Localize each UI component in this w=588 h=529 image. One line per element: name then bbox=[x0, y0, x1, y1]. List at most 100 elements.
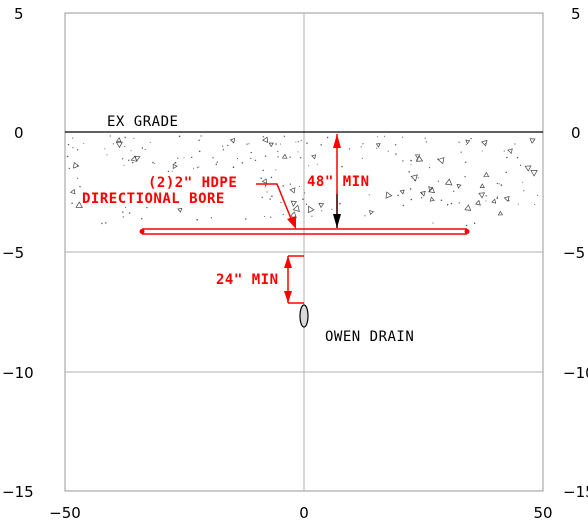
soil-aggregate bbox=[369, 210, 375, 216]
soil-dot bbox=[465, 143, 467, 146]
soil-dot bbox=[360, 146, 362, 148]
soil-dot bbox=[104, 148, 106, 150]
soil-dot bbox=[520, 164, 522, 166]
soil-dot bbox=[266, 191, 268, 193]
soil-dot bbox=[79, 185, 81, 188]
dimension-24-min bbox=[284, 255, 304, 304]
soil-dot bbox=[500, 184, 503, 186]
soil-dot bbox=[123, 164, 125, 166]
soil-dot bbox=[236, 158, 239, 160]
soil-aggregate bbox=[478, 192, 486, 199]
soil-dot bbox=[523, 190, 525, 192]
soil-dot bbox=[364, 215, 366, 217]
soil-dot bbox=[522, 181, 524, 183]
soil-dot bbox=[481, 150, 483, 152]
soil-aggregate bbox=[292, 204, 300, 213]
soil-aggregate bbox=[75, 201, 83, 208]
soil-dot bbox=[458, 141, 460, 143]
soil-dot bbox=[264, 155, 267, 157]
ex-grade-label: EX GRADE bbox=[107, 114, 178, 130]
soil-dot bbox=[101, 222, 103, 225]
soil-aggregate bbox=[444, 178, 453, 186]
soil-aggregate bbox=[290, 200, 298, 207]
soil-aggregate bbox=[507, 148, 513, 154]
soil-dot bbox=[275, 143, 277, 145]
soil-dot bbox=[450, 202, 453, 205]
soil-dot bbox=[409, 188, 412, 190]
soil-dot bbox=[275, 169, 277, 171]
soil-dot bbox=[270, 216, 272, 218]
soil-dot bbox=[127, 159, 130, 162]
soil-dot bbox=[300, 157, 302, 159]
soil-dot bbox=[470, 137, 472, 140]
soil-dot bbox=[496, 182, 498, 185]
soil-dot bbox=[505, 171, 507, 174]
y-tick-right-0: 0 bbox=[571, 124, 581, 142]
soil-aggregate bbox=[497, 210, 504, 216]
soil-dot bbox=[503, 150, 505, 152]
soil-dot bbox=[210, 217, 213, 219]
soil-dot bbox=[177, 157, 179, 159]
soil-aggregate bbox=[385, 191, 393, 199]
owen-drain-label: OWEN DRAIN bbox=[325, 329, 414, 345]
soil-aggregate bbox=[281, 153, 288, 159]
soil-aggregate bbox=[134, 155, 141, 162]
soil-dot bbox=[178, 135, 181, 138]
soil-dot bbox=[311, 215, 313, 217]
soil-dot bbox=[282, 185, 284, 187]
soil-dot bbox=[198, 166, 200, 168]
soil-dot bbox=[122, 158, 124, 160]
soil-aggregate bbox=[289, 187, 296, 194]
soil-dot bbox=[196, 167, 198, 169]
soil-dot bbox=[306, 142, 308, 144]
soil-dot bbox=[424, 137, 426, 139]
soil-dot bbox=[473, 222, 476, 224]
bore-endpoint-left bbox=[139, 229, 145, 234]
soil-dot bbox=[171, 170, 173, 172]
soil-dot bbox=[408, 170, 410, 173]
soil-dot bbox=[348, 148, 351, 150]
soil-dot bbox=[227, 144, 229, 147]
soil-dot bbox=[141, 218, 143, 220]
soil-aggregate bbox=[311, 154, 317, 160]
soil-aggregate bbox=[399, 189, 405, 195]
y-tick-left-neg10: −10 bbox=[2, 364, 34, 382]
soil-dot bbox=[198, 139, 200, 141]
soil-dot bbox=[304, 192, 306, 194]
soil-dot bbox=[260, 177, 262, 180]
hdpe-label-line2: DIRECTIONAL BORE bbox=[82, 191, 225, 207]
soil-dot bbox=[485, 195, 488, 197]
soil-dot bbox=[320, 144, 322, 146]
soil-dot bbox=[241, 162, 244, 164]
soil-dot bbox=[149, 141, 151, 143]
soil-dot bbox=[277, 156, 279, 158]
soil-aggregate bbox=[524, 165, 532, 172]
soil-dot bbox=[297, 141, 300, 143]
soil-dot bbox=[76, 149, 79, 151]
soil-aggregate bbox=[503, 195, 510, 202]
soil-dot bbox=[167, 170, 170, 173]
soil-dot bbox=[269, 198, 271, 200]
soil-dot bbox=[298, 185, 300, 188]
soil-dot bbox=[517, 203, 519, 205]
y-tick-right-neg10: −10 bbox=[563, 364, 588, 382]
soil-dot bbox=[302, 198, 304, 201]
soil-dot bbox=[130, 150, 132, 152]
dimension-48-min bbox=[333, 134, 341, 228]
soil-hatch bbox=[66, 135, 539, 227]
soil-dot bbox=[190, 156, 193, 159]
soil-dot bbox=[72, 137, 74, 139]
soil-aggregate bbox=[261, 178, 268, 184]
soil-dot bbox=[271, 195, 273, 198]
soil-dot bbox=[514, 143, 516, 145]
soil-dot bbox=[222, 149, 225, 151]
soil-dot bbox=[534, 203, 536, 205]
soil-aggregate bbox=[428, 186, 435, 194]
soil-dot bbox=[106, 154, 108, 156]
soil-aggregate bbox=[483, 171, 490, 178]
soil-dot bbox=[484, 142, 486, 145]
soil-dot bbox=[283, 135, 285, 137]
soil-dot bbox=[245, 218, 247, 220]
soil-dot bbox=[222, 145, 224, 147]
soil-aggregate bbox=[410, 174, 418, 182]
